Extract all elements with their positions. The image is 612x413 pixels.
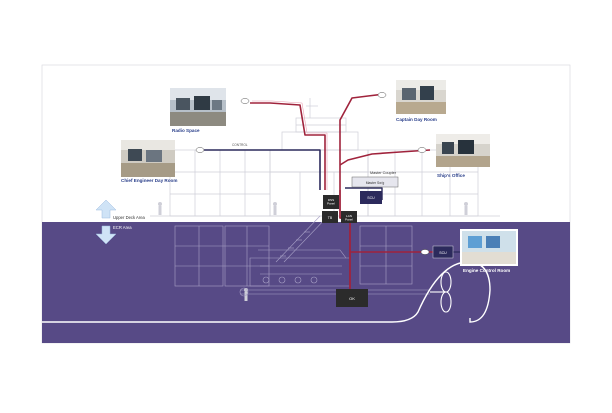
- chief-engineer-day-room-label: Chief Engineer Day Room: [121, 178, 177, 183]
- arrow-down-icon: [95, 225, 117, 245]
- ecr-area-label: ECR Area: [113, 225, 132, 230]
- cable-label: CONTROL: [232, 143, 248, 147]
- ships-office-label: Ship's Office: [437, 173, 465, 178]
- engine-control-room-photo: [460, 229, 518, 266]
- scu-upper-box: [360, 191, 382, 204]
- tb-label: TB: [328, 216, 333, 220]
- master-coupler-unit: [351, 176, 399, 188]
- scu-upper-label: SCU: [367, 196, 375, 200]
- master-coupler-unit-label: Master Sw'g: [366, 181, 385, 185]
- propeller-icon: [430, 271, 452, 313]
- splitter-lower-box: [341, 211, 357, 223]
- ships-office-photo: [436, 134, 490, 167]
- upper-deck-area-label: Upper Deck Area: [113, 215, 146, 220]
- master-coupler-label: Master Coupler: [370, 171, 397, 175]
- area-indicator-arrows: [95, 199, 117, 245]
- ok-label: OK: [349, 296, 355, 301]
- captain-day-room-photo: [396, 80, 446, 114]
- tb-box: [322, 211, 338, 223]
- arrow-up-icon: [95, 199, 117, 219]
- radio-space-photo: [170, 88, 226, 126]
- captain-day-room-label: Captain Day Room: [396, 117, 437, 122]
- scu-ecr-box: [432, 245, 454, 259]
- ok-box: [336, 289, 368, 307]
- engine-control-room-label: Engine Control Room: [463, 268, 510, 273]
- cable-coil-markers: [195, 92, 430, 255]
- splitter-upper-box: [323, 195, 339, 209]
- chief-engineer-day-room-photo: [121, 140, 175, 177]
- radio-space-label: Radio Space: [172, 128, 200, 133]
- scu-ecr-label: SCU: [439, 251, 447, 255]
- engine-room-outline: [174, 215, 430, 297]
- crew-figures: [158, 202, 468, 301]
